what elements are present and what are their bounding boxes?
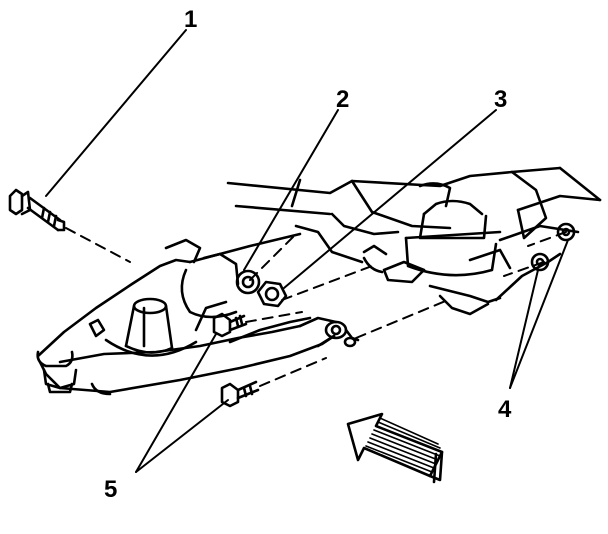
callout-2: 2 bbox=[336, 86, 350, 113]
direction-arrow-icon bbox=[346, 412, 444, 484]
callout-5: 5 bbox=[104, 476, 118, 503]
callout-4: 4 bbox=[498, 396, 512, 423]
lower-control-arm bbox=[36, 232, 338, 396]
callout-1: 1 bbox=[184, 6, 198, 33]
nuts-4 bbox=[530, 222, 576, 272]
bolt-1 bbox=[8, 188, 66, 232]
alignment-lines bbox=[65, 227, 567, 387]
arm-end-bushing bbox=[36, 350, 78, 394]
bolts-5 bbox=[212, 312, 260, 408]
nut-3 bbox=[256, 280, 288, 308]
leader-lines bbox=[45, 29, 569, 473]
shock-mount bbox=[362, 182, 512, 316]
callout-3: 3 bbox=[494, 86, 508, 113]
arm-rear-bushing bbox=[324, 320, 360, 348]
ball-joint-boss bbox=[104, 297, 198, 357]
washer-2 bbox=[235, 269, 261, 295]
